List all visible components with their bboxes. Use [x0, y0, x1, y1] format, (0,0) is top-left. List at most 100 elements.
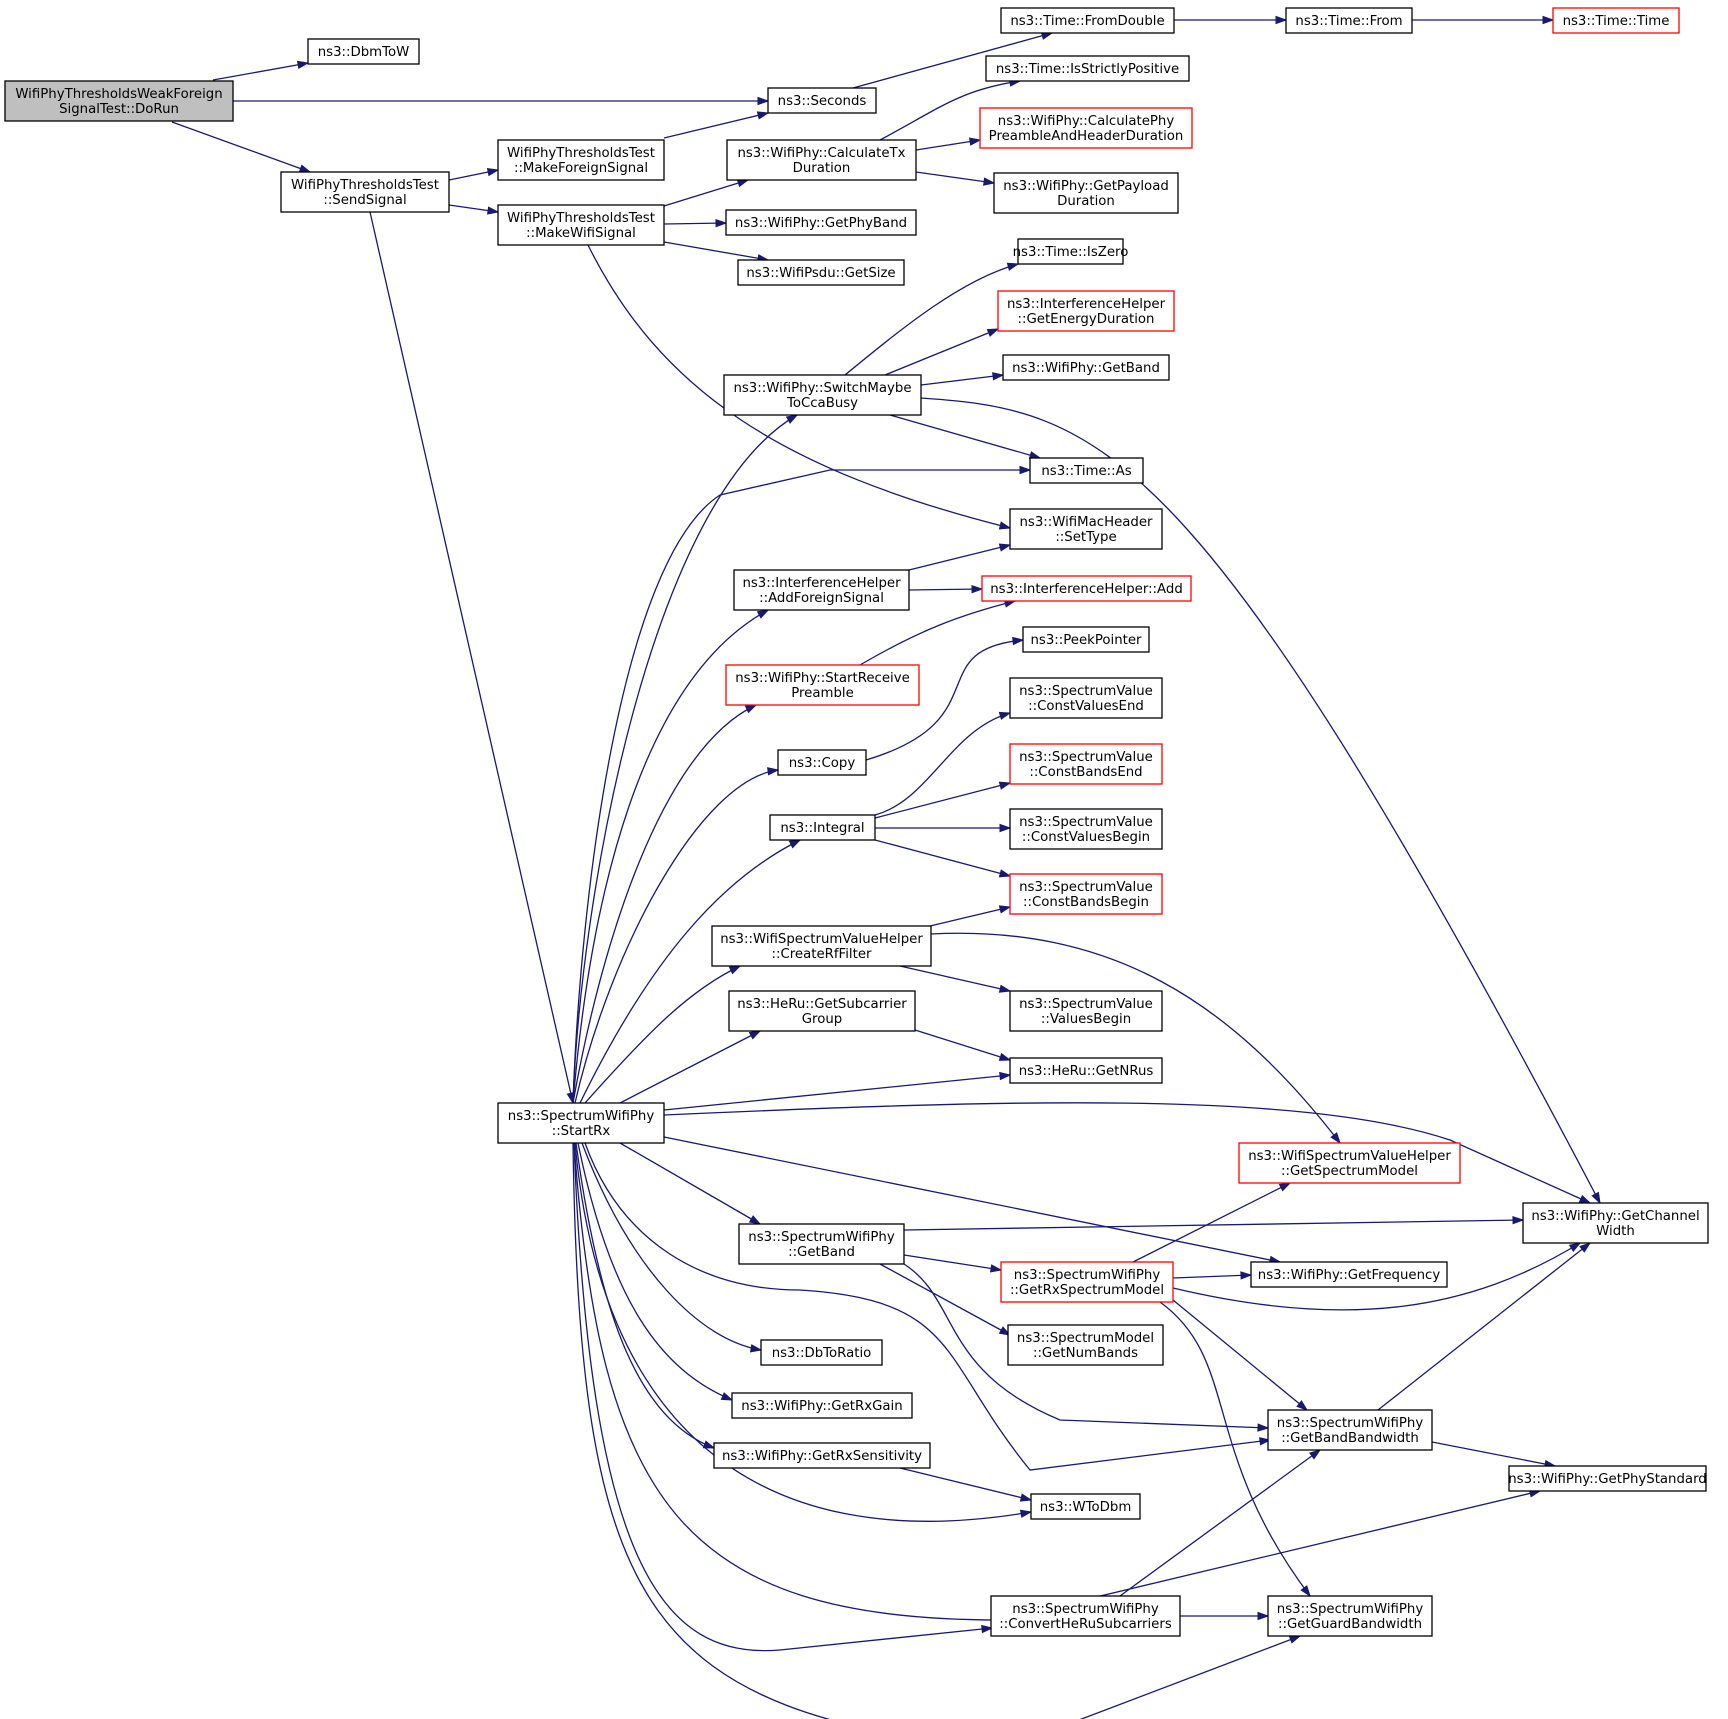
edge-integral-to-cbbegin [874, 839, 1012, 878]
node-isstrictly[interactable]: ns3::Time::IsStrictlyPositive [985, 55, 1190, 82]
node-time[interactable]: ns3::Time::Time [1552, 7, 1680, 34]
node-getnrus[interactable]: ns3::HeRu::GetNRus [1009, 1057, 1163, 1084]
node-box [981, 575, 1192, 602]
node-label: ns3::InterferenceHelper [1007, 297, 1166, 312]
node-svhmodel[interactable]: ns3::WifiSpectrumValueHelper::GetSpectru… [1238, 1142, 1461, 1184]
edge-line [915, 171, 995, 184]
node-box [997, 290, 1175, 332]
node-swpgetband[interactable]: ns3::SpectrumWifiPhy::GetBand [738, 1223, 905, 1265]
node-peek[interactable]: ns3::PeekPointer [1022, 626, 1150, 653]
node-cvend[interactable]: ns3::SpectrumValue::ConstValuesEnd [1009, 677, 1163, 719]
node-bandbw[interactable]: ns3::SpectrumWifiPhy::GetBandBandwidth [1267, 1409, 1433, 1451]
node-getphyband[interactable]: ns3::WifiPhy::GetPhyBand [725, 209, 917, 236]
node-copy[interactable]: ns3::Copy [777, 749, 867, 776]
arrowhead-icon [999, 823, 1012, 833]
arrowhead-icon [998, 521, 1012, 530]
node-label: ::ConstValuesBegin [1022, 830, 1150, 845]
edge-swpgetband-to-chwidth [903, 1215, 1525, 1231]
node-makewifi[interactable]: WifiPhyThresholdsTest::MakeWifiSignal [497, 204, 665, 246]
arrowhead-icon [1006, 262, 1020, 271]
node-label: ::ConvertHeRuSubcarriers [999, 1617, 1172, 1632]
node-wtodbm[interactable]: ns3::WToDbm [1030, 1493, 1141, 1520]
edge-dorun-to-sendsignal [171, 121, 312, 173]
edge-startrx-to-rxgain [577, 1142, 734, 1401]
edge-startrx-to-switchcca [572, 414, 799, 1104]
node-box [731, 1392, 913, 1419]
node-from[interactable]: ns3::Time::From [1285, 7, 1413, 34]
node-numbands[interactable]: ns3::SpectrumModel::GetNumBands [1007, 1324, 1164, 1366]
node-sendsignal[interactable]: WifiPhyThresholdsTest::SendSignal [280, 171, 450, 213]
node-settype[interactable]: ns3::WifiMacHeader::SetType [1009, 508, 1163, 550]
node-rxmodel[interactable]: ns3::SpectrumWifiPhy::GetRxSpectrumModel [1000, 1261, 1174, 1303]
node-convhe[interactable]: ns3::SpectrumWifiPhy::ConvertHeRuSubcarr… [990, 1595, 1181, 1637]
node-label: ns3::Time::From [1295, 14, 1402, 29]
node-box [990, 1595, 1181, 1637]
edge-convhe-to-bandbw [1119, 1449, 1322, 1597]
node-label: Width [1596, 1224, 1635, 1239]
node-dorun: WifiPhyThresholdsWeakForeignSignalTest::… [4, 80, 234, 122]
arrowhead-icon [1568, 1242, 1582, 1253]
edge-makewifi-to-psdusize [663, 241, 770, 263]
node-makeforeign[interactable]: WifiPhyThresholdsTest::MakeForeignSignal [497, 139, 665, 181]
arrowhead-icon [998, 905, 1012, 914]
node-fromdouble[interactable]: ns3::Time::FromDouble [1000, 7, 1175, 34]
node-ihadd[interactable]: ns3::InterferenceHelper::Add [981, 575, 1192, 602]
node-energydur[interactable]: ns3::InterferenceHelper::GetEnergyDurati… [997, 290, 1175, 332]
node-getfreq[interactable]: ns3::WifiPhy::GetFrequency [1250, 1261, 1448, 1288]
node-integral[interactable]: ns3::Integral [769, 814, 876, 841]
node-addforeign[interactable]: ns3::InterferenceHelper::AddForeignSigna… [733, 569, 910, 611]
edge-addforeign-to-ihadd [908, 584, 984, 594]
edge-line [369, 211, 574, 1104]
node-rffilter[interactable]: ns3::WifiSpectrumValueHelper::CreateRfFi… [711, 925, 932, 967]
arrowhead-icon [756, 111, 770, 120]
node-label: ns3::SpectrumModel [1017, 1331, 1154, 1346]
node-rxgain[interactable]: ns3::WifiPhy::GetRxGain [731, 1392, 913, 1419]
node-phystd[interactable]: ns3::WifiPhy::GetPhyStandard [1508, 1465, 1707, 1492]
node-label: ns3::Time::IsZero [1013, 245, 1129, 260]
node-vbegin[interactable]: ns3::SpectrumValue::ValuesBegin [1009, 990, 1163, 1032]
node-cbbegin[interactable]: ns3::SpectrumValue::ConstBandsBegin [1009, 873, 1163, 915]
node-dbtoratio[interactable]: ns3::DbToRatio [760, 1339, 883, 1366]
edge-makewifi-to-calctx [663, 179, 750, 207]
node-rxsens[interactable]: ns3::WifiPhy::GetRxSensitivity [713, 1442, 931, 1469]
arrowhead-icon [1019, 1493, 1033, 1502]
arrowhead-icon [971, 584, 984, 594]
node-psdusize[interactable]: ns3::WifiPsdu::GetSize [737, 259, 905, 286]
arrowhead-icon [1591, 1191, 1601, 1205]
edge-line [903, 1219, 1524, 1231]
node-cbend[interactable]: ns3::SpectrumValue::ConstBandsEnd [1009, 743, 1163, 785]
arrowhead-icon [1278, 1182, 1292, 1192]
node-seconds[interactable]: ns3::Seconds [767, 87, 877, 114]
edge-line [1377, 1242, 1591, 1411]
node-startrx[interactable]: ns3::SpectrumWifiPhy::StartRx [497, 1102, 665, 1144]
node-box [725, 664, 920, 706]
node-cvbegin[interactable]: ns3::SpectrumValue::ConstValuesBegin [1009, 808, 1163, 850]
edge-switchcca-to-wifiphygetband [920, 372, 1005, 386]
node-wifiphygetband[interactable]: ns3::WifiPhy::GetBand [1002, 354, 1170, 381]
node-label: ns3::Time::Time [1563, 14, 1670, 29]
node-label: ::MakeWifiSignal [526, 226, 636, 241]
edge-makewifi-to-getphyband [663, 218, 728, 228]
node-label: ns3::Time::FromDouble [1010, 14, 1164, 29]
edge-rffilter-to-vbegin [899, 965, 1012, 993]
node-label: Duration [1057, 194, 1115, 209]
node-dbmtow[interactable]: ns3::DbmToW [307, 38, 420, 65]
node-calcpre[interactable]: ns3::WifiPhy::CalculatePhyPreambleAndHea… [979, 107, 1193, 149]
node-timeas[interactable]: ns3::Time::As [1029, 457, 1144, 484]
edge-swpgetband-to-rxmodel [903, 1254, 1003, 1273]
node-iszero[interactable]: ns3::Time::IsZero [1013, 238, 1129, 265]
node-label: ns3::SpectrumValue [1019, 880, 1153, 895]
edges [171, 15, 1601, 1719]
node-box [4, 80, 234, 122]
node-label: ns3::WifiSpectrumValueHelper [720, 932, 923, 947]
arrowhead-icon [1309, 1449, 1322, 1460]
node-guardbw[interactable]: ns3::SpectrumWifiPhy::GetGuardBandwidth [1267, 1595, 1433, 1637]
edge-swpgetband-to-bandbw [903, 1263, 1270, 1432]
edge-line [1132, 1182, 1291, 1263]
